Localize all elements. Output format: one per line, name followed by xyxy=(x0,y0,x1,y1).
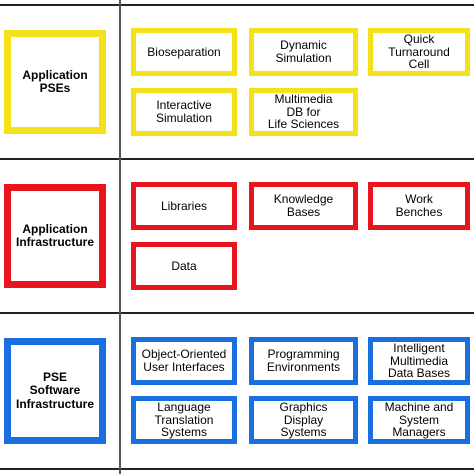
item-machine-system-managers: Machine and System Managers xyxy=(368,396,470,444)
divider-2 xyxy=(0,312,474,314)
item-data: Data xyxy=(131,242,237,290)
item-programming-environments: Programming Environments xyxy=(249,337,358,385)
divider-1 xyxy=(0,158,474,160)
item-work-benches: Work Benches xyxy=(368,182,470,230)
section-pse-software-infrastructure: PSE Software Infrastructure xyxy=(4,338,106,444)
item-dynamic-simulation: Dynamic Simulation xyxy=(249,28,358,76)
section-application-pses: Application PSEs xyxy=(4,30,106,134)
item-multimedia-db-life-sciences: Multimedia DB for Life Sciences xyxy=(249,88,358,136)
divider-bottom xyxy=(0,468,474,470)
item-bioseparation: Bioseparation xyxy=(131,28,237,76)
item-object-oriented-user-interfaces: Object-Oriented User Interfaces xyxy=(131,337,237,385)
item-intelligent-multimedia-data-bases: Intelligent Multimedia Data Bases xyxy=(368,337,470,385)
item-libraries: Libraries xyxy=(131,182,237,230)
item-knowledge-bases: Knowledge Bases xyxy=(249,182,358,230)
item-quick-turnaround-cell: Quick Turnaround Cell xyxy=(368,28,470,76)
item-graphics-display-systems: Graphics Display Systems xyxy=(249,396,358,444)
item-language-translation-systems: Language Translation Systems xyxy=(131,396,237,444)
column-divider xyxy=(119,0,121,474)
divider-top xyxy=(0,4,474,6)
section-application-infrastructure: Application Infrastructure xyxy=(4,184,106,288)
item-interactive-simulation: Interactive Simulation xyxy=(131,88,237,136)
